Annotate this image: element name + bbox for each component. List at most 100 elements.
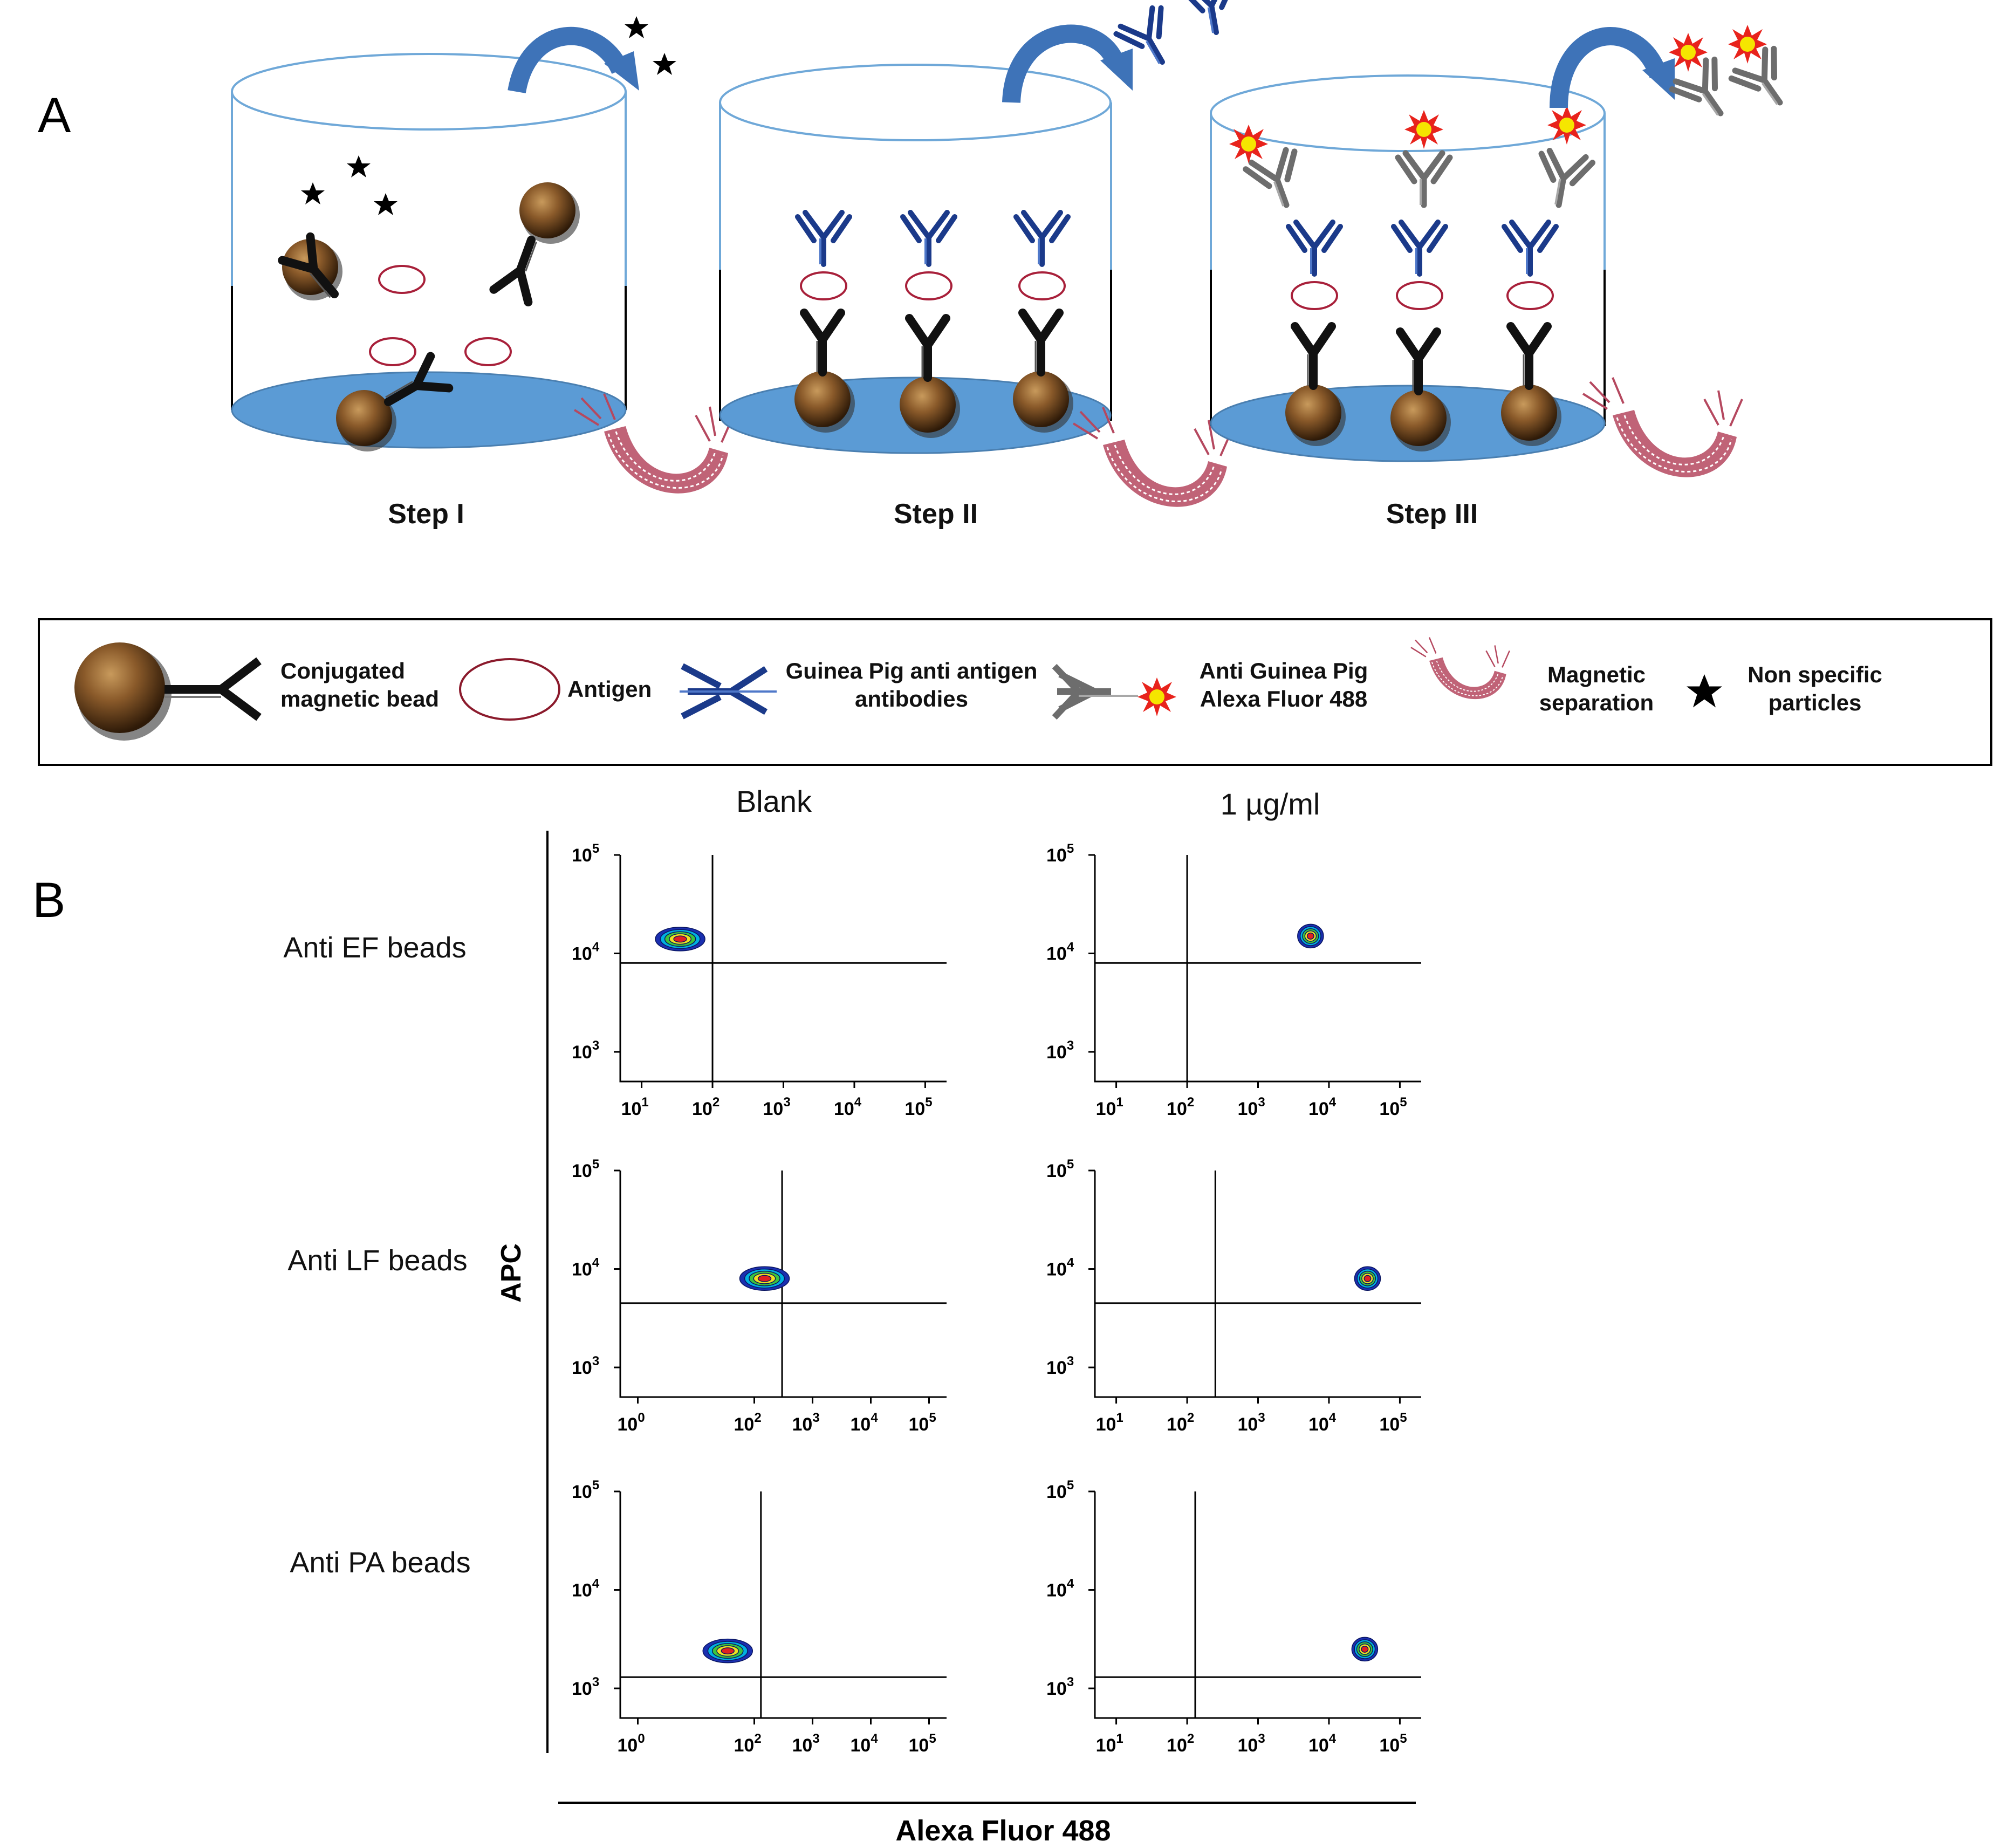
x-tick-label: 100 xyxy=(618,1411,645,1435)
x-tick-exponent: 4 xyxy=(871,1411,878,1425)
step-1-label: Step I xyxy=(388,498,464,530)
x-tick-label: 104 xyxy=(850,1731,878,1756)
x-tick-label: 104 xyxy=(1308,1411,1337,1435)
y-tick-exponent: 4 xyxy=(1067,940,1074,955)
plot-axes xyxy=(1094,855,1421,1083)
legend-magnet-line1: Magnetic xyxy=(1547,662,1646,687)
x-tick-exponent: 2 xyxy=(712,1095,719,1110)
x-tick-label: 101 xyxy=(621,1095,649,1119)
x-tick-exponent: 1 xyxy=(641,1095,648,1110)
legend-antigen-label: Antigen xyxy=(567,676,652,702)
y-tick-exponent: 5 xyxy=(592,841,599,856)
y-tick-label: 103 xyxy=(1046,1038,1074,1063)
magnetic-bead-antibody-icon xyxy=(74,642,262,741)
x-tick-exponent: 3 xyxy=(812,1411,819,1425)
y-tick-exponent: 5 xyxy=(1067,841,1074,856)
step-3-label: Step III xyxy=(1386,498,1478,530)
y-tick-exponent: 5 xyxy=(592,1478,599,1493)
x-tick-label: 100 xyxy=(618,1731,645,1756)
y-tick-label: 105 xyxy=(572,841,599,866)
x-tick-exponent: 2 xyxy=(1187,1095,1194,1110)
population-contour xyxy=(655,927,705,952)
y-tick-exponent: 4 xyxy=(592,1577,600,1591)
x-tick-exponent: 5 xyxy=(1400,1095,1407,1110)
population-contour xyxy=(1297,923,1324,949)
x-tick-label: 101 xyxy=(1096,1731,1123,1756)
y-tick-label: 105 xyxy=(572,1157,599,1181)
column-label-concentration: 1 µg/ml xyxy=(1221,787,1320,821)
x-tick-label: 105 xyxy=(904,1095,932,1119)
x-tick-label: 104 xyxy=(1308,1731,1337,1756)
x-tick-exponent: 5 xyxy=(1400,1411,1407,1425)
y-tick-exponent: 3 xyxy=(1067,1675,1074,1689)
y-axis-title: APC xyxy=(496,1243,527,1303)
step-2-beaker xyxy=(719,0,1242,508)
guinea-pig-antibody-icon xyxy=(680,663,777,720)
plot-axes xyxy=(1094,1491,1421,1719)
y-tick-exponent: 4 xyxy=(592,1256,600,1270)
legend-fluor-line2: Alexa Fluor 488 xyxy=(1200,686,1367,711)
population-contour xyxy=(1351,1637,1379,1662)
population-contour xyxy=(1354,1266,1381,1291)
contour-ring xyxy=(1361,1645,1369,1653)
y-tick-label: 104 xyxy=(1046,940,1074,964)
population-contour xyxy=(739,1266,790,1291)
contour-ring xyxy=(1306,932,1314,940)
legend-star-line2: particles xyxy=(1769,690,1862,715)
x-tick-label: 103 xyxy=(1238,1095,1265,1119)
x-tick-label: 104 xyxy=(1308,1095,1337,1119)
legend-bead-line1: Conjugated xyxy=(280,658,405,683)
step-3-beaker xyxy=(1210,25,1801,478)
step-2-label: Step II xyxy=(894,498,978,530)
y-tick-label: 104 xyxy=(572,1256,600,1280)
row-label-pa: Anti PA beads xyxy=(290,1546,470,1579)
y-tick-exponent: 4 xyxy=(592,940,600,955)
x-tick-exponent: 3 xyxy=(783,1095,790,1110)
y-tick-label: 105 xyxy=(1046,1478,1074,1502)
x-tick-label: 105 xyxy=(1379,1731,1407,1756)
plot-axes xyxy=(1094,1171,1421,1398)
fluor-antibody-icon xyxy=(1052,663,1176,720)
x-tick-label: 102 xyxy=(734,1411,762,1435)
x-tick-exponent: 4 xyxy=(1329,1731,1337,1746)
x-tick-exponent: 3 xyxy=(1258,1411,1265,1425)
x-tick-label: 104 xyxy=(834,1095,862,1119)
y-tick-exponent: 3 xyxy=(592,1038,599,1053)
x-tick-exponent: 1 xyxy=(1116,1411,1123,1425)
x-tick-exponent: 5 xyxy=(929,1411,936,1425)
x-tick-label: 101 xyxy=(1096,1095,1123,1119)
contour-ring xyxy=(757,1275,772,1282)
step-1-beaker xyxy=(231,16,735,495)
y-tick-label: 104 xyxy=(1046,1577,1074,1601)
y-tick-label: 104 xyxy=(572,940,600,964)
x-tick-exponent: 1 xyxy=(1116,1095,1123,1110)
y-tick-exponent: 3 xyxy=(592,1675,599,1689)
x-tick-exponent: 3 xyxy=(1258,1731,1265,1746)
x-tick-label: 102 xyxy=(734,1731,762,1756)
x-tick-exponent: 5 xyxy=(929,1731,936,1746)
plot-axes xyxy=(619,1491,947,1719)
x-tick-label: 102 xyxy=(1167,1095,1194,1119)
legend-box xyxy=(38,618,1992,766)
x-tick-exponent: 0 xyxy=(638,1411,645,1425)
x-tick-label: 105 xyxy=(1379,1095,1407,1119)
plot-axes xyxy=(619,855,947,1083)
y-tick-exponent: 3 xyxy=(592,1354,599,1368)
y-tick-exponent: 5 xyxy=(1067,1478,1074,1493)
x-tick-label: 105 xyxy=(1379,1411,1407,1435)
legend-gp-line1: Guinea Pig anti antigen xyxy=(786,658,1038,683)
x-tick-exponent: 3 xyxy=(812,1731,819,1746)
y-tick-label: 103 xyxy=(572,1675,599,1699)
y-tick-label: 104 xyxy=(572,1577,600,1601)
x-tick-exponent: 3 xyxy=(1258,1095,1265,1110)
column-label-blank: Blank xyxy=(736,784,812,818)
x-tick-exponent: 1 xyxy=(1116,1731,1123,1746)
contour-ring xyxy=(1363,1275,1372,1282)
y-tick-exponent: 5 xyxy=(1067,1157,1074,1172)
